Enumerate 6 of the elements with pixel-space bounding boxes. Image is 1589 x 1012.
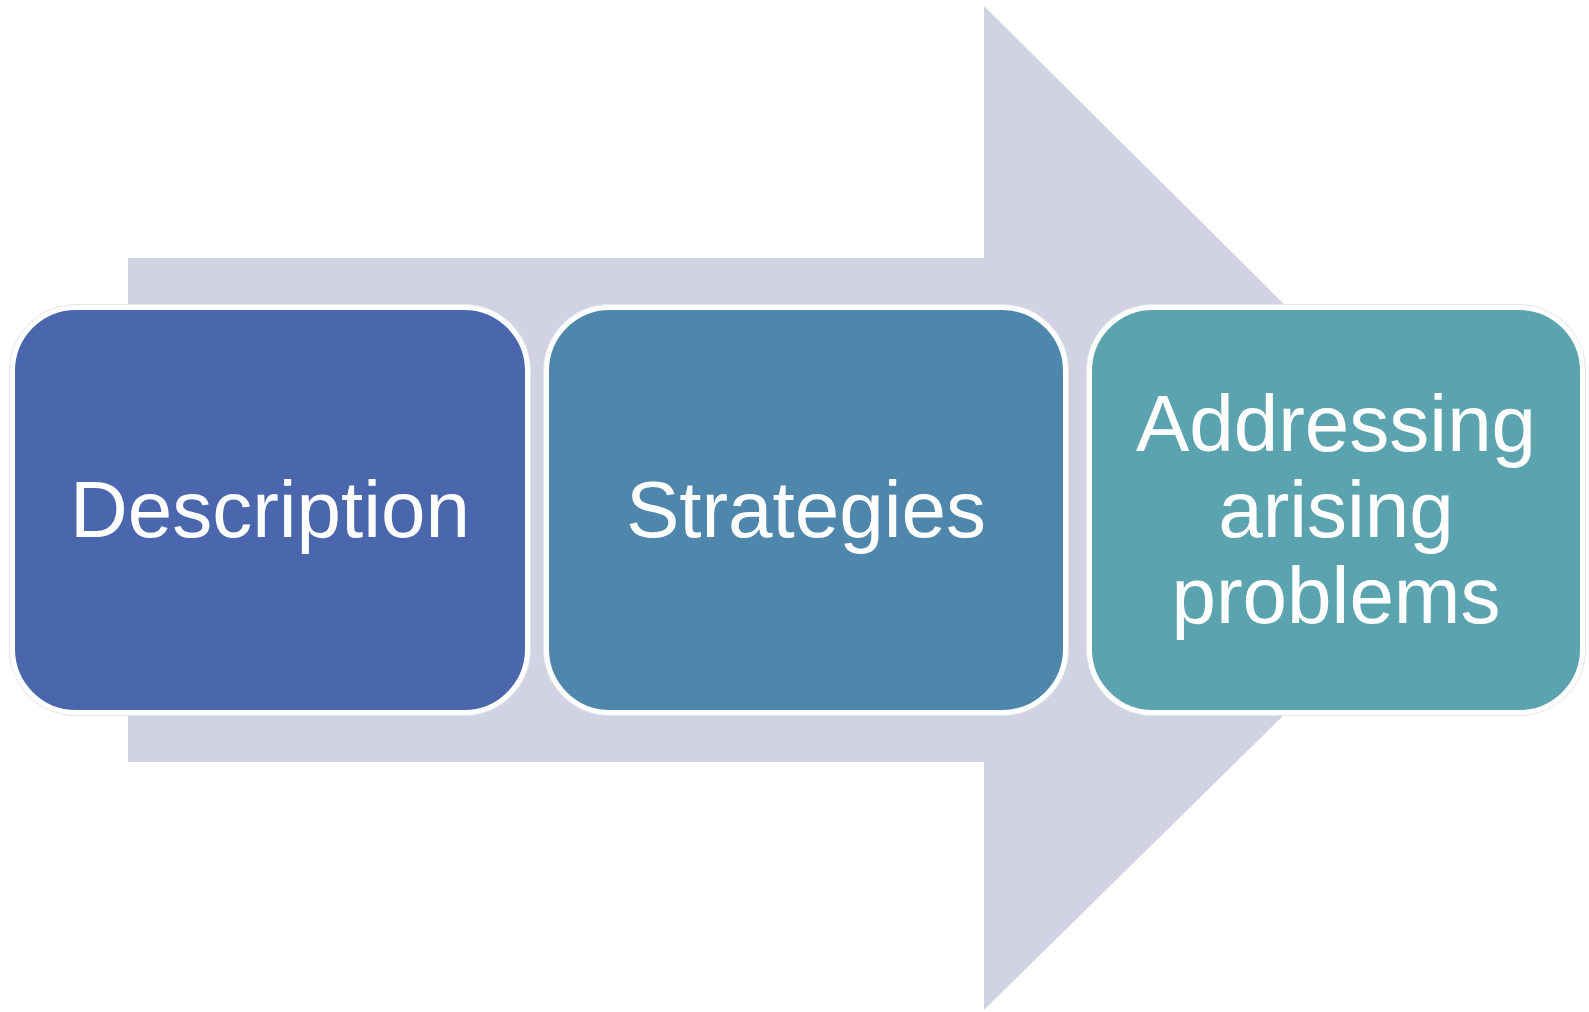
step-label: Description bbox=[68, 467, 472, 553]
step-label: Addressing arising problems bbox=[1134, 381, 1538, 639]
process-box bbox=[544, 305, 1068, 715]
step-label: Strategies bbox=[624, 467, 988, 553]
process-box bbox=[1087, 305, 1585, 715]
process-box bbox=[10, 305, 530, 715]
